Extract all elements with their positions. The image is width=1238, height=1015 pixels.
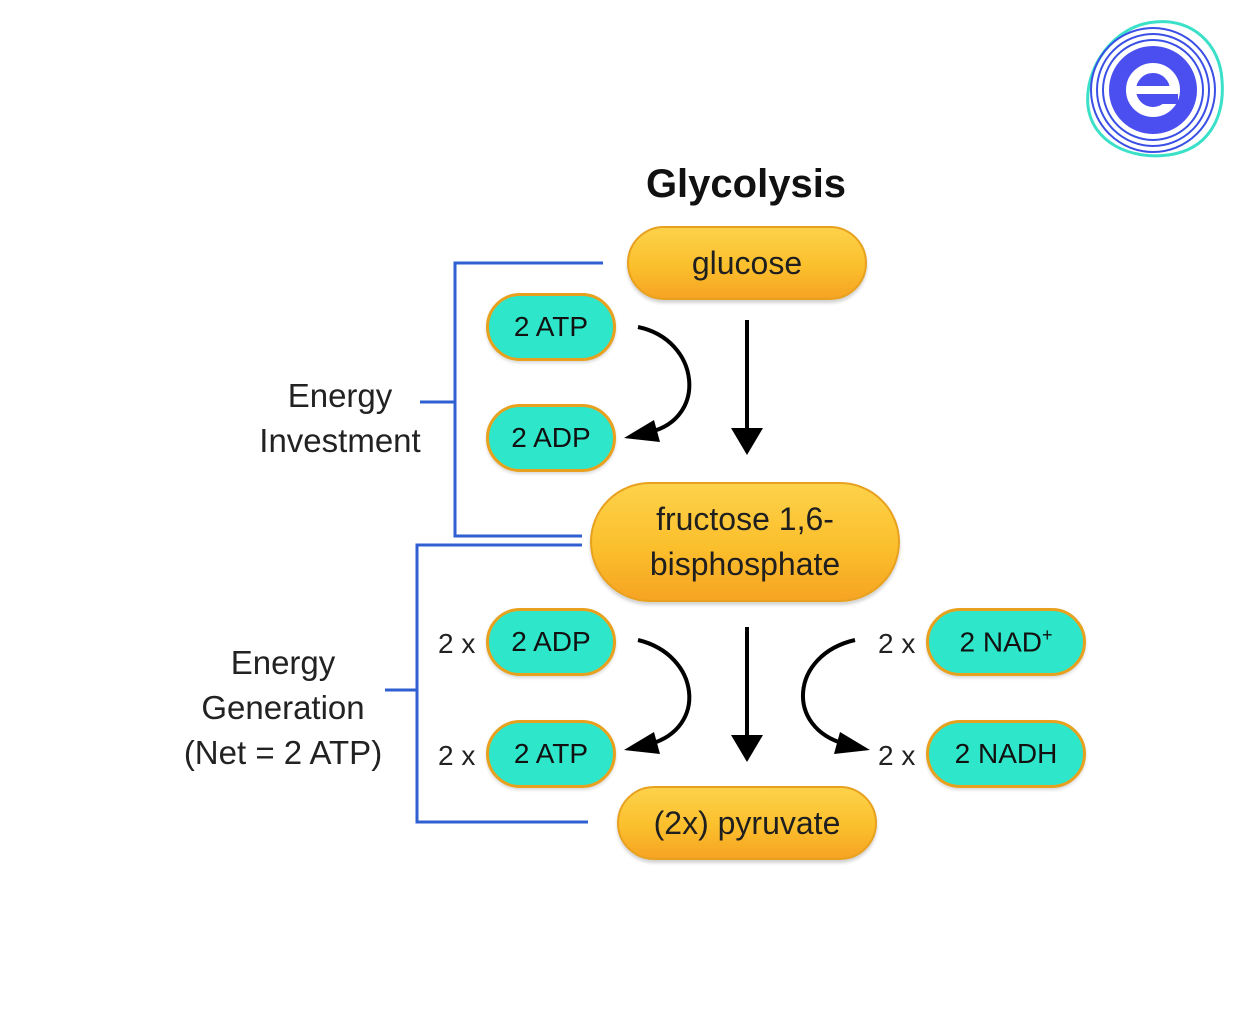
brand-e-logo-icon [1086, 20, 1224, 158]
generation-atp-node: 2 ATP [486, 720, 616, 788]
investment-atp-node: 2 ATP [486, 293, 616, 361]
glucose-label: glucose [691, 244, 803, 281]
curved-arrow-adp-to-atp [624, 638, 692, 754]
generation-adp-node: 2 ADP [486, 608, 616, 676]
nadh-multiplier: 2 x [878, 740, 916, 771]
generation-atp-label: 2 ATP [513, 738, 589, 769]
generation-bracket [385, 543, 588, 824]
generation-atp-multiplier: 2 x [438, 740, 476, 771]
energy-generation-label: Energy Generation (Net = 2 ATP) [168, 640, 398, 775]
nadh-label: 2 NADH [954, 738, 1058, 769]
diagram-title: Glycolysis [645, 162, 847, 206]
nad-node: 2 NAD+ [926, 608, 1086, 676]
nad-multiplier: 2 x [878, 628, 916, 659]
glucose-node: glucose [627, 226, 867, 300]
nad-charge: + [1041, 625, 1053, 646]
generation-adp-multiplier: 2 x [438, 628, 476, 659]
main-arrow-glucose-to-fructose [731, 320, 763, 455]
nad-label: 2 NAD+ [960, 625, 1053, 658]
generation-adp-label: 2 ADP [511, 626, 591, 657]
investment-bracket [420, 261, 603, 538]
energy-generation-line2: Generation [201, 689, 365, 726]
nad-label-text: 2 NAD [959, 626, 1042, 658]
investment-adp-label: 2 ADP [511, 422, 591, 453]
main-arrow-fructose-to-pyruvate [731, 627, 763, 762]
energy-generation-line3: (Net = 2 ATP) [183, 734, 383, 771]
investment-atp-label: 2 ATP [513, 311, 589, 342]
nadh-node: 2 NADH [926, 720, 1086, 788]
pyruvate-label: (2x) pyruvate [653, 804, 841, 841]
fructose-label-line1: fructose 1,6- [656, 501, 834, 537]
curved-arrow-nad-to-nadh [800, 638, 870, 754]
investment-adp-node: 2 ADP [486, 404, 616, 472]
fructose-bisphosphate-node: fructose 1,6- bisphosphate [590, 482, 900, 602]
energy-investment-label: Energy Investment [240, 373, 440, 463]
fructose-label-line2: bisphosphate [649, 546, 841, 582]
curved-arrow-atp-to-adp [624, 325, 692, 442]
pyruvate-node: (2x) pyruvate [617, 786, 877, 860]
energy-investment-line2: Investment [259, 422, 421, 459]
energy-investment-line1: Energy [287, 377, 393, 414]
energy-generation-line1: Energy [230, 644, 336, 681]
